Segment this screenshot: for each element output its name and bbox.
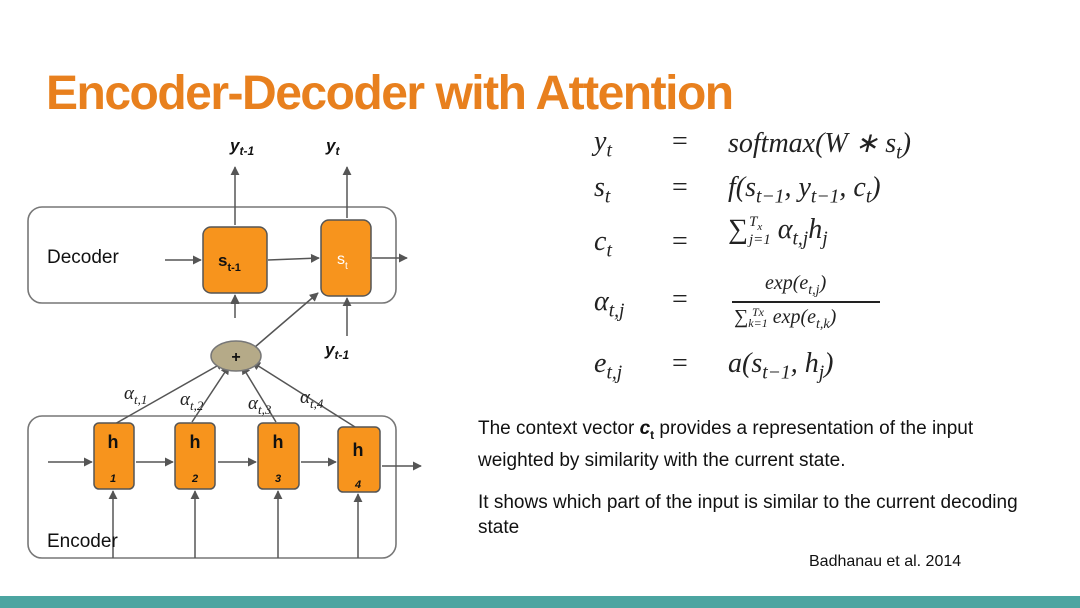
footer-bar: [0, 596, 1080, 608]
attention-weight-4: αt,4: [300, 387, 324, 411]
hidden-index-1: 1: [110, 473, 116, 485]
decoder-box: [27, 206, 397, 304]
decoder-state-prev-label: st-1: [218, 251, 241, 274]
equation-3-lhs: ct: [594, 226, 612, 262]
hidden-label-2: h: [190, 432, 201, 452]
equation-4-lhs: αt,j: [594, 286, 625, 322]
equation-4-numerator: exp(et,j): [765, 272, 827, 298]
description-paragraph-1: The context vector ct provides a represe…: [478, 418, 974, 471]
description-paragraph-2: It shows which part of the input is simi…: [478, 492, 1018, 538]
equation-5-rhs: a(st−1, hj): [728, 348, 834, 384]
equation-3-equals: =: [672, 226, 688, 257]
decoder-label: Decoder: [47, 247, 119, 268]
combine-node: [210, 340, 262, 372]
decoder-state-prev-node: [202, 226, 268, 294]
hidden-label-4: h: [353, 440, 364, 460]
hidden-index-2: 2: [191, 473, 198, 485]
output-label-prev: yt-1: [229, 136, 254, 158]
citation: Badhanau et al. 2014: [809, 553, 962, 570]
input-label-prev: yt-1: [324, 340, 349, 362]
attention-weight-1: αt,1: [124, 383, 147, 407]
hidden-label-1: h: [108, 432, 119, 452]
hidden-index-4: 4: [354, 479, 361, 491]
equation-1-equals: =: [672, 126, 688, 157]
equation-2-equals: =: [672, 172, 688, 203]
hidden-label-3: h: [273, 432, 284, 452]
hidden-node-4: [337, 426, 381, 493]
equation-5-equals: =: [672, 348, 688, 379]
hidden-index-3: 3: [275, 473, 281, 485]
decoder-state-curr-node: [320, 219, 372, 297]
attention-weight-3: αt,3: [248, 393, 272, 417]
slide-title: Encoder-Decoder with Attention: [46, 67, 734, 120]
equation-4-fraction-bar: [732, 301, 880, 303]
equation-1-rhs: softmax(W ∗ st): [728, 128, 911, 164]
combine-symbol: +: [231, 349, 240, 366]
hidden-node-1: [93, 422, 135, 490]
attention-weight-2: αt,2: [180, 389, 204, 413]
output-label-curr: yt: [325, 136, 340, 158]
equation-5-lhs: et,j: [594, 348, 623, 384]
encoder-label: Encoder: [47, 531, 118, 552]
encoder-box: [27, 415, 397, 559]
equation-2-lhs: st: [594, 172, 611, 208]
equation-4-equals: =: [672, 284, 688, 315]
equation-2-rhs: f(st−1, yt−1, ct): [728, 172, 881, 208]
hidden-node-3: [257, 422, 300, 490]
hidden-node-2: [174, 422, 216, 490]
decoder-state-curr-label: st: [337, 251, 348, 272]
equation-1-lhs: yt: [594, 126, 612, 162]
